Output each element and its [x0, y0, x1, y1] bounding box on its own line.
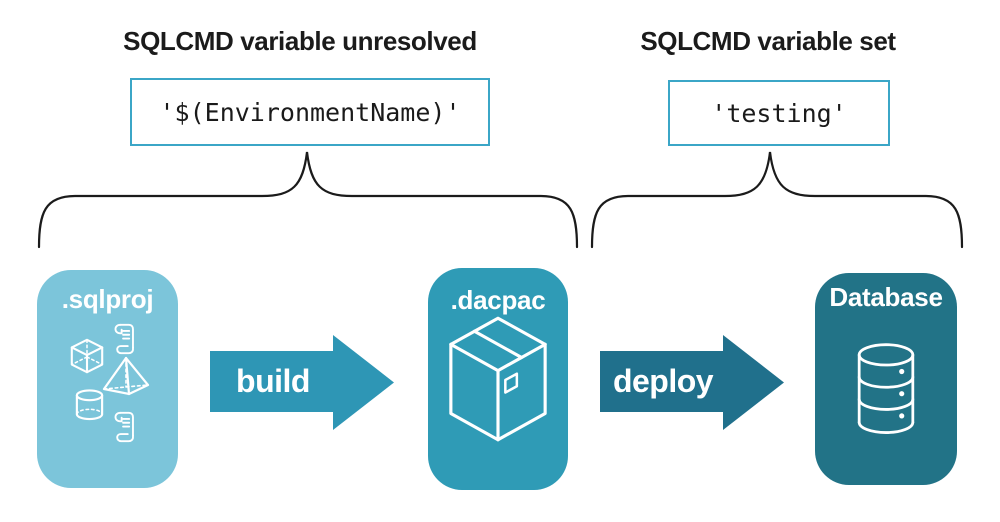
- arrow-shape: [210, 335, 394, 430]
- right-brace: [590, 151, 964, 249]
- pyramid-icon: [102, 356, 150, 396]
- arrow-shape: [600, 335, 784, 430]
- cube-icon: [70, 338, 104, 374]
- dacpac-label: .dacpac: [450, 285, 546, 315]
- unresolved-variable-code: '$(EnvironmentName)': [159, 97, 461, 127]
- dacpac-card: .dacpac: [428, 268, 568, 490]
- db-dot: [899, 413, 905, 419]
- left-annotation-title: SQLCMD variable unresolved: [123, 26, 477, 56]
- database-card: Database: [815, 273, 957, 485]
- deploy-arrow-label: deploy: [612, 363, 714, 399]
- build-arrow: build: [210, 335, 395, 431]
- unresolved-variable-box: '$(EnvironmentName)': [130, 78, 490, 146]
- db-dot: [899, 368, 905, 375]
- database-icon: [857, 343, 915, 434]
- right-annotation-title: SQLCMD variable set: [640, 26, 896, 56]
- db-dot: [899, 391, 905, 397]
- database-label: Database: [829, 282, 943, 312]
- deploy-arrow-shape: [600, 335, 784, 430]
- cylinder-icon: [75, 389, 104, 421]
- sqlproj-card: .sqlproj: [37, 270, 178, 488]
- build-arrow-label: build: [236, 363, 310, 399]
- set-variable-code: 'testing': [711, 98, 847, 128]
- build-arrow-shape: [210, 335, 394, 430]
- left-brace: [37, 151, 579, 249]
- deploy-arrow: deploy: [600, 335, 785, 431]
- sqlproj-label: .sqlproj: [61, 284, 154, 314]
- set-variable-box: 'testing': [668, 80, 890, 146]
- script-icon: [114, 411, 134, 443]
- script-icon: [114, 323, 134, 355]
- package-icon: [449, 316, 547, 442]
